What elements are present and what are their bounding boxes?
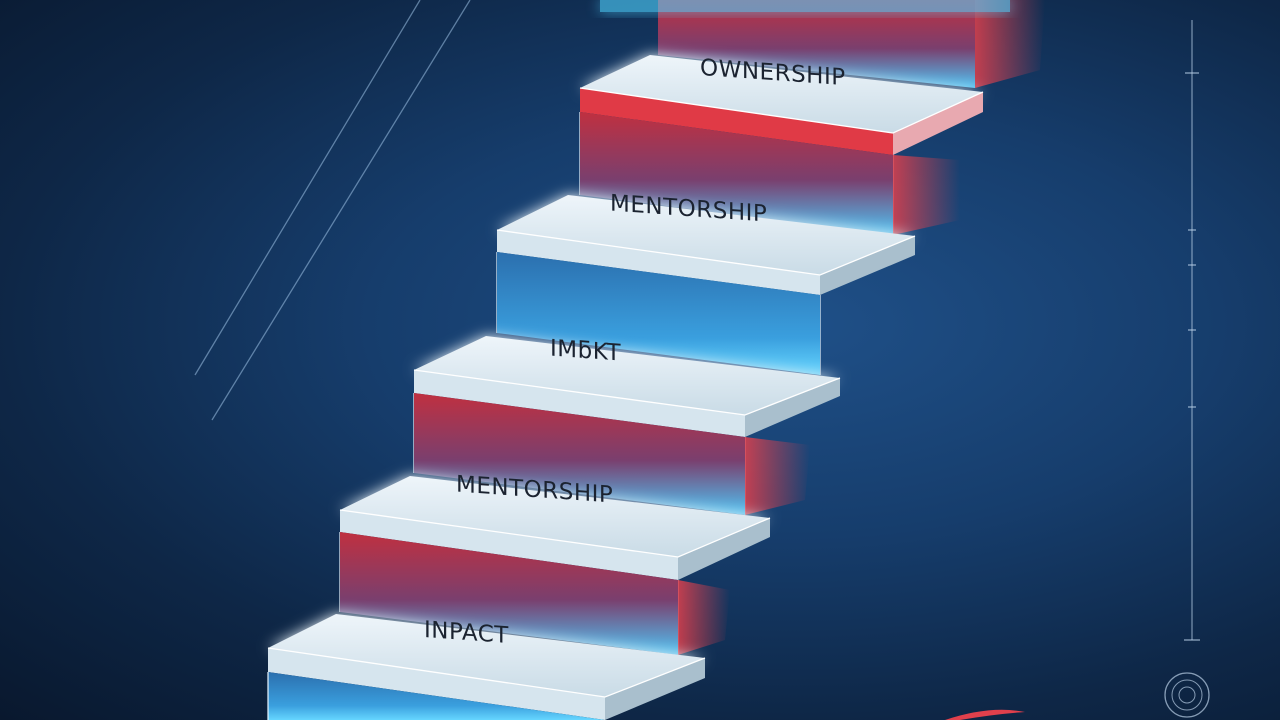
step-label-impact-mirrored: IMƃKT (550, 335, 622, 367)
step-1 (267, 532, 730, 720)
vertical-ruler-icon (1184, 20, 1200, 641)
diagonal-rails (194, 0, 471, 421)
target-ring-icon (1164, 672, 1210, 718)
step-4 (496, 112, 960, 375)
red-swoosh-decoration (945, 709, 1025, 720)
step-5 (579, 0, 1045, 235)
step-2 (339, 393, 810, 655)
step-3 (413, 252, 841, 515)
